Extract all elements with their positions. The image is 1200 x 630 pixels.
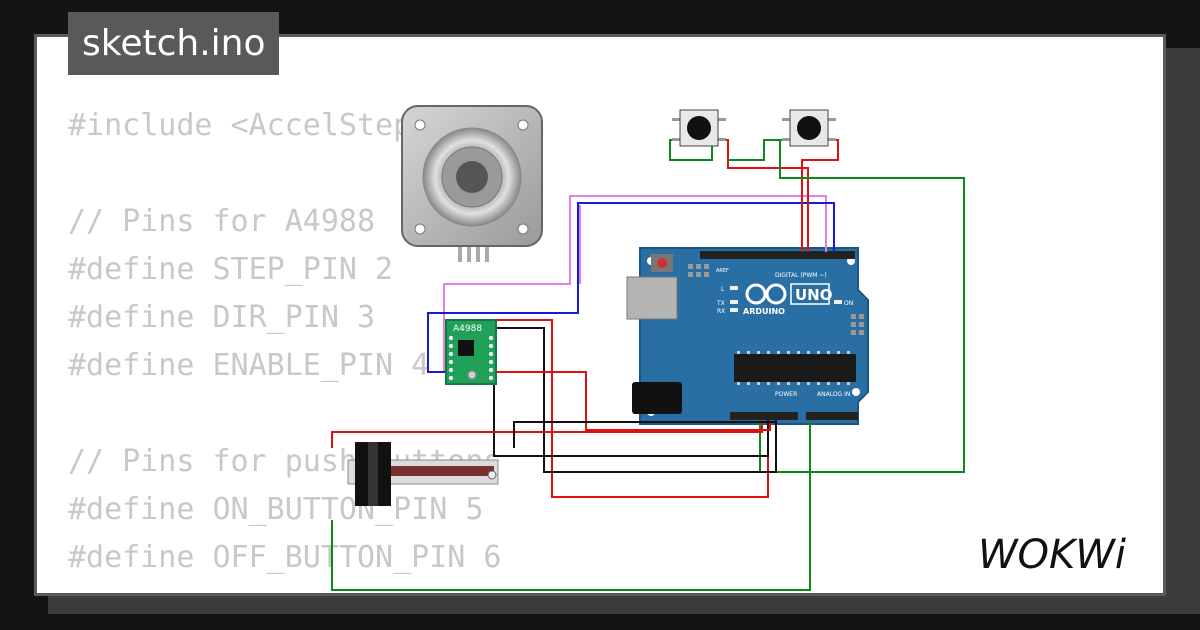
power-jack xyxy=(632,382,682,414)
uno-label: UNO xyxy=(795,286,833,304)
led-l-label: L xyxy=(721,286,725,293)
analog-label: ANALOG IN xyxy=(817,391,850,398)
slide-potentiometer[interactable] xyxy=(347,442,499,506)
code-line: #define OFF_BUTTON_PIN 6 xyxy=(68,540,502,575)
wires xyxy=(331,139,965,591)
filename-tab[interactable]: sketch.ino xyxy=(68,12,280,75)
arduino-label: ARDUINO xyxy=(743,307,785,316)
power-label: POWER xyxy=(775,391,797,398)
code-line: #define DIR_PIN 3 xyxy=(68,300,376,335)
code-line: #define ON_BUTTON_PIN 5 xyxy=(68,492,484,527)
digital-header xyxy=(700,251,855,259)
digital-label: DIGITAL (PWM ~) xyxy=(775,272,827,279)
on-push-button[interactable] xyxy=(672,109,726,147)
arduino-uno-board[interactable]: AREF DIGITAL (PWM ~) L TX RX UNO ARDUINO… xyxy=(626,247,869,425)
svg-text:WOKWi: WOKWi xyxy=(978,532,1126,576)
wokwi-logo: WOKWi xyxy=(978,532,1126,576)
stepper-motor[interactable] xyxy=(401,105,543,262)
driver-label: A4988 xyxy=(453,324,482,334)
led-rx-label: RX xyxy=(717,308,725,315)
off-push-button[interactable] xyxy=(782,109,836,147)
usb-port xyxy=(626,276,678,320)
project-card[interactable] xyxy=(34,34,1166,596)
led-tx-label: TX xyxy=(716,300,725,307)
code-line: #define STEP_PIN 2 xyxy=(68,252,394,287)
aref-label: AREF xyxy=(716,268,729,274)
led-on-label: ON xyxy=(844,300,853,307)
power-header xyxy=(730,412,798,420)
code-line: #define ENABLE_PIN 4 xyxy=(68,348,430,383)
a4988-driver[interactable]: A4988 xyxy=(445,319,497,385)
reset-button xyxy=(657,258,667,268)
arduino-logo-icon xyxy=(745,283,787,305)
code-line: // Pins for A4988 xyxy=(68,204,376,239)
analog-header xyxy=(806,412,858,420)
atmega-chip xyxy=(734,354,856,382)
